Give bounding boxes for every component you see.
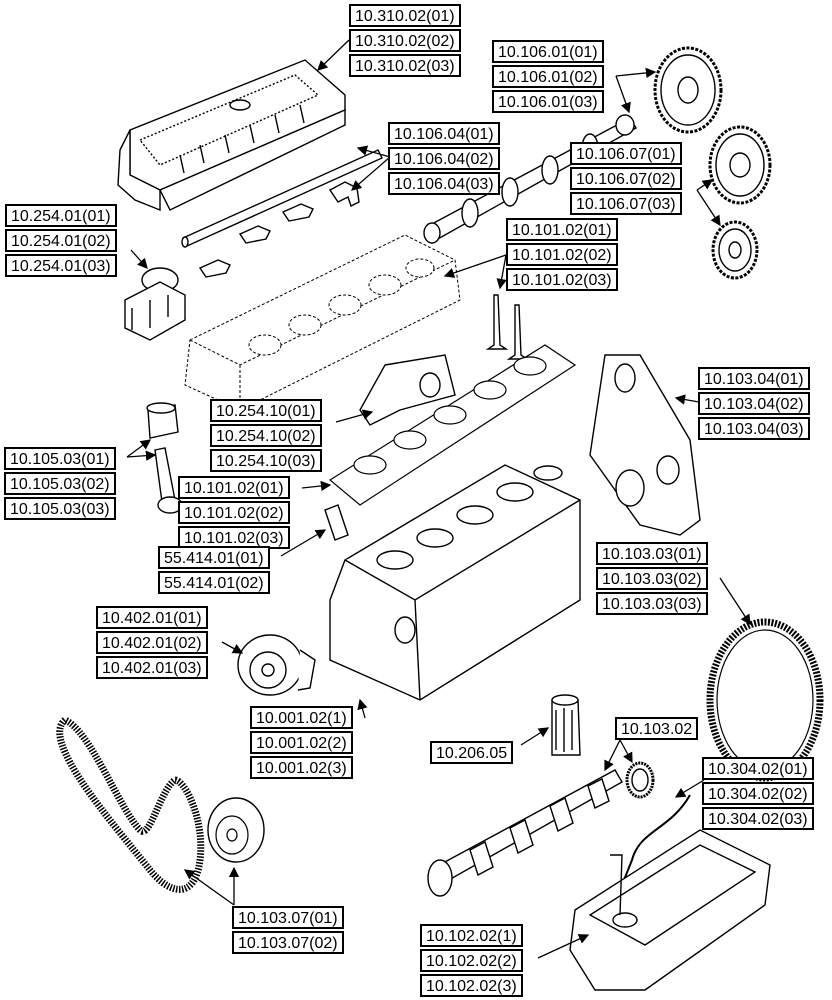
ref-label[interactable]: 10.254.10(03)	[210, 449, 322, 472]
callout-rocker-shaft: 10.106.04(01) 10.106.04(02) 10.106.04(03…	[388, 122, 500, 195]
ref-label[interactable]: 10.101.02(01)	[178, 476, 290, 499]
ref-label[interactable]: 10.105.03(03)	[4, 497, 116, 520]
callout-pulley-belt: 10.103.07(01) 10.103.07(02)	[232, 906, 344, 954]
ref-label[interactable]: 10.254.10(01)	[210, 399, 322, 422]
ref-label[interactable]: 10.102.02(3)	[420, 974, 523, 997]
ref-label[interactable]: 10.310.02(01)	[349, 4, 461, 27]
ref-label[interactable]: 10.106.04(01)	[388, 122, 500, 145]
ref-label[interactable]: 10.106.04(03)	[388, 172, 500, 195]
callout-oil-filter: 10.206.05	[430, 741, 514, 764]
callout-flywheel: 10.103.03(01) 10.103.03(02) 10.103.03(03…	[596, 542, 708, 615]
callout-thermostat: 10.254.01(01) 10.254.01(02) 10.254.01(03…	[5, 204, 117, 277]
ref-label[interactable]: 10.105.03(01)	[4, 447, 116, 470]
callout-engine-block: 10.001.02(1) 10.001.02(2) 10.001.02(3)	[250, 706, 353, 779]
ref-label[interactable]: 10.102.02(2)	[420, 949, 523, 972]
ref-label[interactable]: 55.414.01(02)	[158, 571, 270, 594]
ref-label[interactable]: 10.103.04(01)	[698, 367, 810, 390]
ref-label[interactable]: 10.001.02(1)	[250, 706, 353, 729]
callout-piston-rod: 10.105.03(01) 10.105.03(02) 10.105.03(03…	[4, 447, 116, 520]
thermostat-housing-part[interactable]	[124, 267, 186, 341]
valve-cover-part[interactable]	[117, 59, 346, 212]
callout-cylinder-head: 10.101.02(01) 10.101.02(02) 10.101.02(03…	[506, 218, 618, 291]
oil-filter-part[interactable]	[551, 694, 581, 756]
ref-label[interactable]: 10.103.04(03)	[698, 417, 810, 440]
ref-label[interactable]: 10.001.02(3)	[250, 756, 353, 779]
ref-label[interactable]: 10.103.07(01)	[232, 906, 344, 929]
callout-exhaust-elbow: 10.254.10(01) 10.254.10(02) 10.254.10(03…	[210, 399, 322, 472]
callout-oil-pan: 10.102.02(1) 10.102.02(2) 10.102.02(3)	[420, 924, 523, 997]
ref-label[interactable]: 10.103.04(02)	[698, 392, 810, 415]
callout-water-pump: 10.402.01(01) 10.402.01(02) 10.402.01(03…	[96, 606, 208, 679]
ref-label[interactable]: 10.103.03(03)	[596, 592, 708, 615]
flywheel-ring-part[interactable]	[706, 618, 824, 782]
ref-label[interactable]: 10.106.01(02)	[492, 65, 604, 88]
callout-crank-gear: 10.103.02	[615, 717, 699, 740]
ref-label[interactable]: 10.106.07(03)	[570, 192, 682, 215]
piston-rod-part[interactable]	[146, 402, 183, 514]
ref-label[interactable]: 10.106.07(01)	[570, 142, 682, 165]
crankshaft-part[interactable]	[427, 769, 623, 897]
exhaust-elbow-part[interactable]	[359, 354, 456, 426]
callout-valve-cover: 10.310.02(01) 10.310.02(02) 10.310.02(03…	[349, 4, 461, 77]
ref-label[interactable]: 10.101.02(01)	[506, 218, 618, 241]
ref-label[interactable]: 10.254.10(02)	[210, 424, 322, 447]
gears-part[interactable]	[653, 46, 772, 280]
callout-dipstick: 10.304.02(01) 10.304.02(02) 10.304.02(03…	[702, 757, 814, 830]
ref-label[interactable]: 10.101.02(02)	[506, 243, 618, 266]
ref-label[interactable]: 10.102.02(1)	[420, 924, 523, 947]
ref-label[interactable]: 10.101.02(03)	[506, 268, 618, 291]
ref-label[interactable]: 10.304.02(01)	[702, 757, 814, 780]
leader-lines	[126, 39, 751, 959]
rocker-shaft-part[interactable]	[181, 149, 383, 278]
ref-label[interactable]: 10.106.04(02)	[388, 147, 500, 170]
ref-label[interactable]: 10.106.01(03)	[492, 90, 604, 113]
ref-label[interactable]: 10.103.03(01)	[596, 542, 708, 565]
ref-label[interactable]: 10.103.07(02)	[232, 931, 344, 954]
valves-part[interactable]	[485, 294, 530, 360]
dipstick-tube-part[interactable]	[619, 794, 691, 891]
ref-label[interactable]: 10.101.02(02)	[178, 501, 290, 524]
callout-timing-cover: 10.103.04(01) 10.103.04(02) 10.103.04(03…	[698, 367, 810, 440]
ref-label[interactable]: 10.001.02(2)	[250, 731, 353, 754]
ref-label[interactable]: 10.106.07(02)	[570, 167, 682, 190]
ref-label[interactable]: 10.304.02(03)	[702, 807, 814, 830]
sensor-part[interactable]	[324, 504, 349, 541]
ref-label[interactable]: 10.304.02(02)	[702, 782, 814, 805]
timing-cover-part[interactable]	[589, 354, 701, 536]
ref-label[interactable]: 10.103.02	[615, 717, 699, 740]
ref-label[interactable]: 10.402.01(03)	[96, 656, 208, 679]
crank-gear-part[interactable]	[625, 761, 655, 799]
head-gasket-part[interactable]	[328, 344, 577, 506]
ref-label[interactable]: 55.414.01(01)	[158, 546, 270, 569]
ref-label[interactable]: 10.105.03(02)	[4, 472, 116, 495]
ref-label[interactable]: 10.103.03(02)	[596, 567, 708, 590]
cylinder-head-part[interactable]	[184, 234, 461, 411]
callout-sensor: 55.414.01(01) 55.414.01(02)	[158, 546, 270, 594]
callout-idler-gears: 10.106.07(01) 10.106.07(02) 10.106.07(03…	[570, 142, 682, 215]
ref-label[interactable]: 10.310.02(02)	[349, 29, 461, 52]
engine-block-part[interactable]	[329, 464, 581, 701]
ref-label[interactable]: 10.402.01(02)	[96, 631, 208, 654]
ref-label[interactable]: 10.402.01(01)	[96, 606, 208, 629]
callout-timing-gear: 10.106.01(01) 10.106.01(02) 10.106.01(03…	[492, 40, 604, 113]
ref-label[interactable]: 10.106.01(01)	[492, 40, 604, 63]
ref-label[interactable]: 10.254.01(02)	[5, 229, 117, 252]
belt-pulley-part[interactable]	[56, 715, 265, 893]
ref-label[interactable]: 10.310.02(03)	[349, 54, 461, 77]
oil-pan-part[interactable]	[569, 829, 771, 991]
ref-label[interactable]: 10.254.01(03)	[5, 254, 117, 277]
ref-label[interactable]: 10.206.05	[430, 741, 514, 764]
callout-head-gasket: 10.101.02(01) 10.101.02(02) 10.101.02(03…	[178, 476, 290, 549]
ref-label[interactable]: 10.254.01(01)	[5, 204, 117, 227]
water-pump-part[interactable]	[237, 634, 316, 696]
